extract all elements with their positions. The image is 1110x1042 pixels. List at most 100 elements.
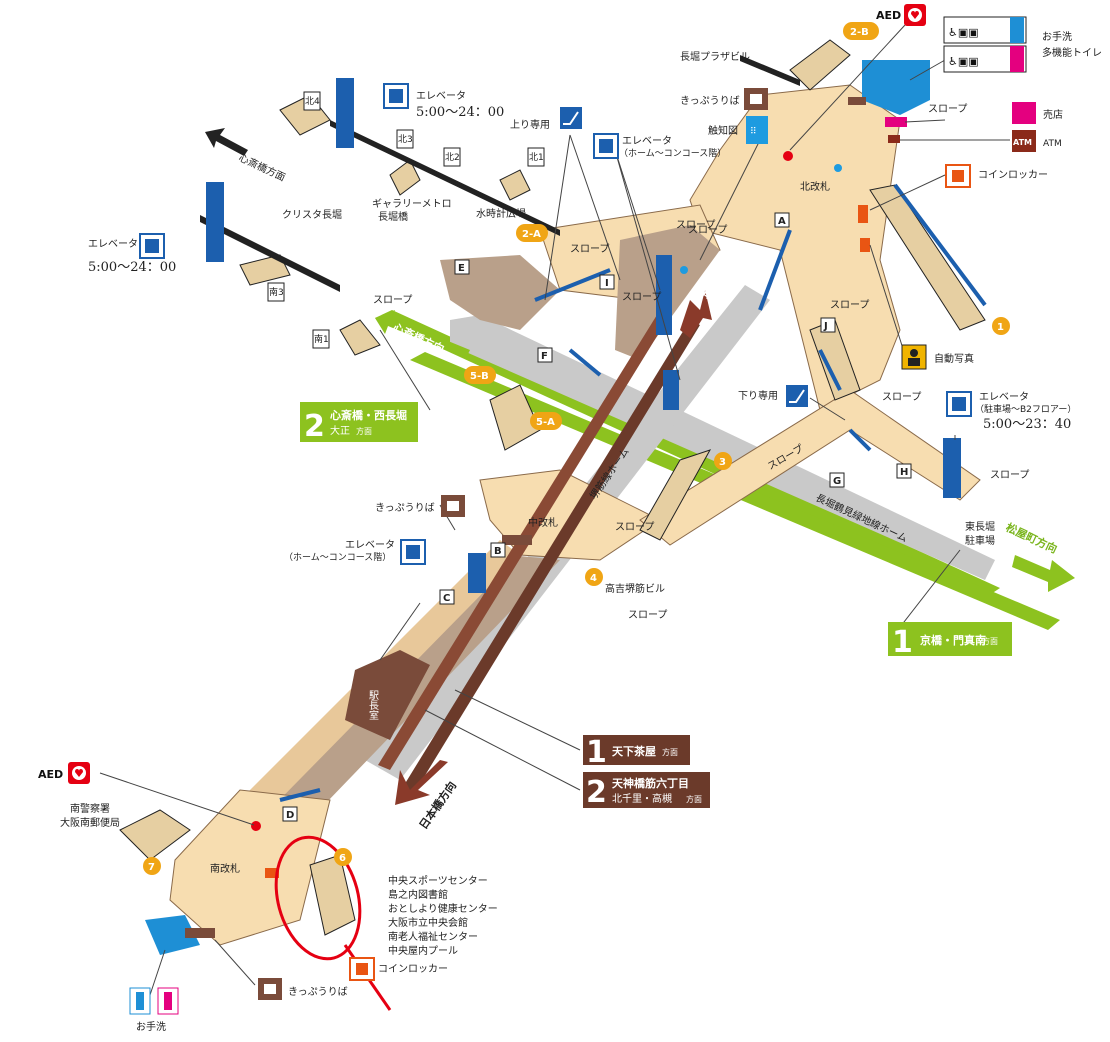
exit-7-badge: 7	[143, 857, 161, 875]
svg-text:北千里・高槻: 北千里・高槻	[612, 792, 672, 805]
slope-label-top: スロープ	[928, 103, 967, 115]
svg-text:ATM: ATM	[1043, 139, 1062, 149]
gate-i: I	[599, 274, 615, 290]
svg-text:1: 1	[997, 322, 1004, 333]
svg-text:触知図: 触知図	[708, 124, 738, 137]
minami-kaisatsu-label: 南改札	[210, 862, 240, 875]
kita-kaisatsu-label: 北改札	[800, 180, 830, 193]
svg-text:方面: 方面	[356, 426, 372, 436]
svg-text:AED: AED	[38, 768, 63, 781]
shop-counter	[885, 117, 907, 127]
aed-icon-left: AED	[38, 762, 90, 784]
svg-text:J: J	[823, 321, 828, 332]
gallery-label-2: 長堀橋	[378, 210, 408, 223]
svg-text:エレベータ: エレベータ	[416, 90, 466, 102]
gate-g: G	[829, 472, 845, 488]
exit-3-badge: 3	[714, 452, 732, 470]
shinsaibashi-top-label: 心斎橋方面	[237, 151, 288, 184]
exit-south-3: 南3	[267, 282, 285, 302]
staircases	[119, 39, 986, 936]
aed-icon-top: AED	[876, 4, 926, 26]
direction-arrows	[205, 128, 1075, 805]
svg-text:1: 1	[586, 735, 607, 770]
station-master-label: 駅長室	[367, 690, 379, 720]
locker-ne-a	[858, 205, 868, 223]
svg-text:お手洗: お手洗	[1042, 30, 1072, 43]
shop-icon: 売店	[1012, 102, 1063, 124]
escalator-up-icon: 上り専用	[510, 107, 582, 131]
svg-text:♿▣▣: ♿▣▣	[948, 55, 979, 68]
elevator-shaft-nw	[336, 78, 354, 148]
svg-text:G: G	[833, 476, 841, 487]
elevator-icon-hc: エレベータ （ホーム～コンコース階）	[593, 133, 726, 159]
facility-list: 中央スポーツセンター 島之内図書館 おとしより健康センター 大阪市立中央会館 南…	[388, 874, 498, 957]
platform-sign-brown-2: 2 天神橋筋六丁目 北千里・高槻 方面	[583, 772, 710, 810]
walls	[200, 55, 800, 292]
svg-text:島之内図書館: 島之内図書館	[388, 888, 448, 901]
exit-5b-badge: 5-B	[464, 366, 496, 384]
elevator-icon-mid: エレベータ （ホーム～コンコース階）	[284, 539, 426, 565]
svg-text:5:00～23：40: 5:00～23：40	[983, 417, 1071, 432]
elevator-icon-nw: エレベータ 5:00～24：00	[383, 83, 504, 120]
svg-text:天下茶屋: 天下茶屋	[612, 744, 656, 758]
gate-j: J	[820, 317, 836, 333]
svg-text:♿▣▣: ♿▣▣	[948, 26, 979, 39]
svg-text:エレベータ: エレベータ	[88, 238, 138, 250]
gate-f: F	[537, 347, 553, 363]
svg-text:1: 1	[892, 625, 913, 660]
crysta-label: クリスタ長堀	[282, 209, 342, 221]
street-exits: 北4 北3 北2 北1 南3 南1	[267, 91, 545, 349]
svg-text:上り専用: 上り専用	[510, 119, 550, 131]
svg-text:方面: 方面	[982, 636, 998, 646]
exit-south-1: 南1	[312, 329, 330, 349]
atm-icon: ATM ATM	[1012, 130, 1062, 152]
svg-text:心斎橋・西長堀: 心斎橋・西長堀	[330, 408, 407, 422]
station-master-room	[345, 650, 430, 740]
svg-text:大阪市立中央会館: 大阪市立中央会館	[388, 916, 468, 929]
toilet-block-bottom	[145, 915, 200, 955]
nagahori-plaza-label: 長堀プラザビル	[680, 51, 750, 63]
elevator-shafts	[206, 78, 961, 593]
svg-text:（ホーム～コンコース階）: （ホーム～コンコース階）	[284, 552, 391, 563]
svg-text:5:00～24：00: 5:00～24：00	[88, 260, 176, 275]
svg-text:2-B: 2-B	[850, 27, 869, 38]
toilet-icon-bottom: お手洗	[129, 987, 179, 1033]
platform-sign-green-1: 1 京橋・門真南 方面	[888, 622, 1012, 660]
slope-label-e2: スロープ	[830, 299, 869, 311]
post-label: 大阪南郵便局	[60, 816, 120, 829]
svg-text:北1: 北1	[529, 152, 544, 163]
slope-label-mid: スロープ	[990, 469, 1029, 481]
tactile-map-icon: 触知図 ⠿	[708, 116, 768, 144]
locker-s	[265, 868, 279, 878]
kippu-counter-bottom	[185, 928, 215, 938]
elevator-shaft-w	[206, 182, 224, 262]
gate-markers: A B C D E F G H I J	[282, 212, 912, 822]
svg-text:B: B	[494, 546, 502, 557]
svg-text:北2: 北2	[445, 152, 460, 163]
svg-text:C: C	[443, 593, 450, 604]
elevator-shaft-e	[943, 438, 961, 498]
exit-4-badge: 4	[585, 568, 603, 586]
svg-text:A: A	[778, 216, 786, 227]
svg-text:H: H	[900, 467, 908, 478]
exit-north-4: 北4	[303, 91, 321, 111]
toilet-icon-top: ♿▣▣ ♿▣▣ お手洗 多機能トイレ	[943, 16, 1102, 73]
naka-kaisatsu-label: 中改札	[528, 516, 558, 529]
svg-text:4: 4	[590, 573, 597, 584]
svg-text:エレベータ: エレベータ	[979, 391, 1029, 403]
svg-text:コインロッカー: コインロッカー	[978, 169, 1048, 181]
gate-c: C	[439, 589, 455, 605]
exit-north-1: 北1	[527, 147, 545, 167]
svg-text:南3: 南3	[269, 286, 284, 298]
svg-text:大正: 大正	[330, 424, 350, 437]
elevator-shaft-b	[468, 553, 486, 593]
exit-2a-badge: 2-A	[516, 224, 548, 242]
svg-text:エレベータ: エレベータ	[622, 135, 672, 147]
svg-text:南老人福祉センター: 南老人福祉センター	[388, 930, 478, 943]
elevator-shaft-c2	[663, 370, 679, 410]
gate-d: D	[282, 806, 298, 822]
svg-text:中央屋内プール: 中央屋内プール	[388, 944, 458, 957]
locker-icon-s: コインロッカー	[349, 957, 448, 981]
